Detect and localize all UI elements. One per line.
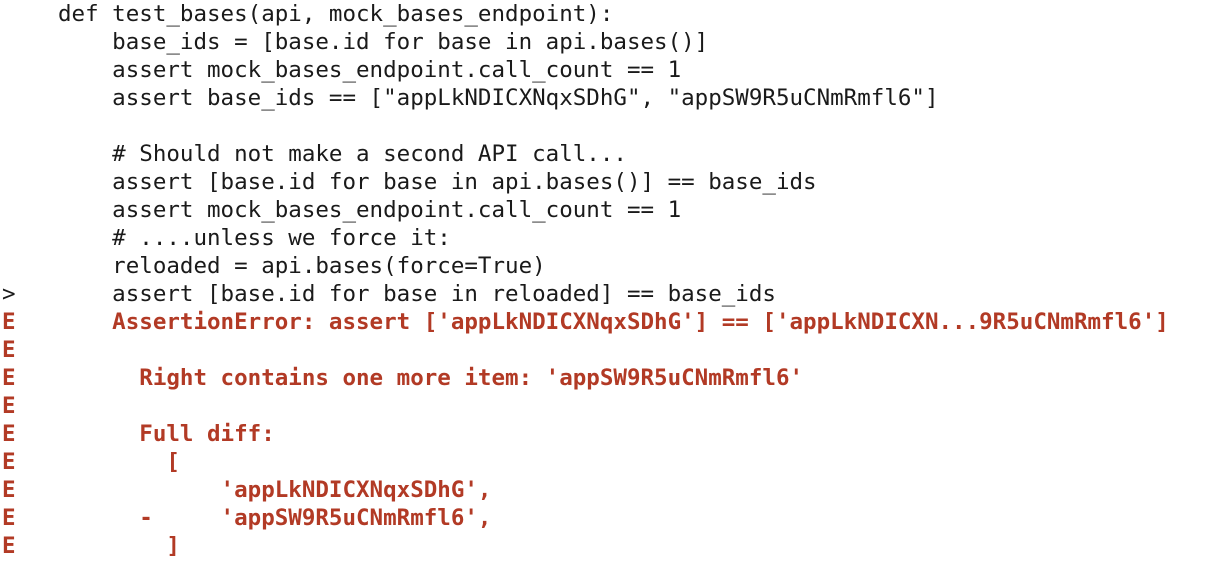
error-line: E	[0, 392, 1216, 420]
code-line: base_ids = [base.id for base in api.base…	[0, 28, 1216, 56]
line-text: assert mock_bases_endpoint.call_count ==…	[58, 197, 682, 223]
code-line: assert mock_bases_endpoint.call_count ==…	[0, 56, 1216, 84]
line-text: # Should not make a second API call...	[58, 141, 627, 167]
error-marker: E	[2, 365, 16, 391]
code-line: def test_bases(api, mock_bases_endpoint)…	[0, 0, 1216, 28]
error-text: Full diff:	[58, 421, 275, 447]
error-text: Right contains one more item: 'appSW9R5u…	[58, 365, 804, 391]
error-marker: E	[2, 477, 16, 503]
line-text: # ....unless we force it:	[58, 225, 451, 251]
failing-line: > assert [base.id for base in reloaded] …	[0, 280, 1216, 308]
line-text: assert [base.id for base in reloaded] ==…	[58, 281, 776, 307]
error-line: E AssertionError: assert ['appLkNDICXNqx…	[0, 308, 1216, 336]
error-line: E Full diff:	[0, 420, 1216, 448]
error-marker: E	[2, 449, 16, 475]
line-text: assert mock_bases_endpoint.call_count ==…	[58, 57, 682, 83]
code-line	[0, 112, 1216, 140]
error-line: E Right contains one more item: 'appSW9R…	[0, 364, 1216, 392]
error-line: E ]	[0, 532, 1216, 560]
line-text: assert base_ids == ["appLkNDICXNqxSDhG",…	[58, 85, 939, 111]
error-line: E - 'appSW9R5uCNmRmfl6',	[0, 504, 1216, 532]
line-text: base_ids = [base.id for base in api.base…	[58, 29, 709, 55]
error-marker: E	[2, 309, 16, 335]
line-text: assert [base.id for base in api.bases()]…	[58, 169, 817, 195]
error-text: 'appLkNDICXNqxSDhG',	[58, 477, 492, 503]
code-line: assert [base.id for base in api.bases()]…	[0, 168, 1216, 196]
code-line: assert mock_bases_endpoint.call_count ==…	[0, 196, 1216, 224]
line-text: reloaded = api.bases(force=True)	[58, 253, 546, 279]
error-marker: E	[2, 533, 16, 559]
error-marker: E	[2, 421, 16, 447]
error-line: E 'appLkNDICXNqxSDhG',	[0, 476, 1216, 504]
code-line: # Should not make a second API call...	[0, 140, 1216, 168]
error-text: - 'appSW9R5uCNmRmfl6',	[58, 505, 492, 531]
error-marker: E	[2, 393, 16, 419]
error-marker: E	[2, 337, 16, 363]
error-marker: E	[2, 505, 16, 531]
code-line: reloaded = api.bases(force=True)	[0, 252, 1216, 280]
error-text: [	[58, 449, 180, 475]
code-line: assert base_ids == ["appLkNDICXNqxSDhG",…	[0, 84, 1216, 112]
error-text: AssertionError: assert ['appLkNDICXNqxSD…	[58, 309, 1169, 335]
line-text: def test_bases(api, mock_bases_endpoint)…	[58, 1, 614, 27]
failure-marker: >	[2, 281, 16, 307]
error-line: E [	[0, 448, 1216, 476]
error-line: E	[0, 336, 1216, 364]
error-text: ]	[58, 533, 180, 559]
code-line: # ....unless we force it:	[0, 224, 1216, 252]
